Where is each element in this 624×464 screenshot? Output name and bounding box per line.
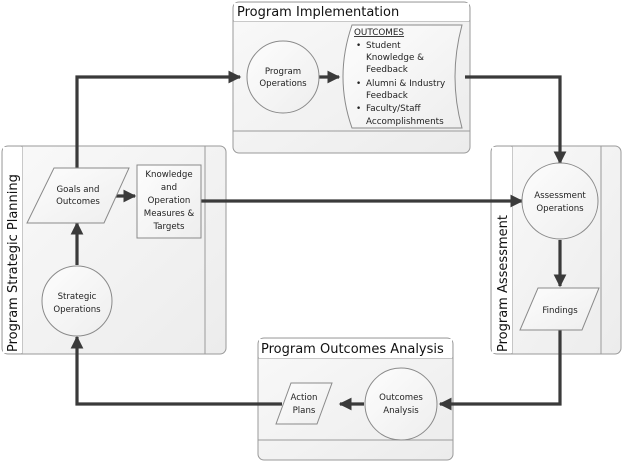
outcomes-heading: OUTCOMES	[354, 28, 404, 38]
node-goals-and-outcomes[interactable]: Goals and Outcomes	[26, 167, 130, 224]
node-program-operations[interactable]: Program Operations	[246, 40, 320, 114]
bullet-line: Feedback	[366, 65, 409, 75]
lane-title: Program Assessment	[496, 215, 511, 352]
lane-header-bg	[259, 339, 452, 358]
node-label-line: Action	[291, 393, 318, 403]
node-label-line: Measures &	[144, 209, 195, 219]
node-label-line: Strategic	[58, 292, 97, 302]
node-label-line: and	[161, 183, 177, 193]
lane-title: Program Outcomes Analysis	[261, 342, 444, 357]
lane-title: Program Implementation	[237, 5, 399, 20]
document-shape	[342, 24, 463, 129]
node-strategic-operations[interactable]: Strategic Operations	[41, 265, 113, 337]
node-label-line: Plans	[293, 406, 316, 416]
lane-header-bg	[3, 147, 22, 353]
connectors	[70, 70, 567, 411]
bullet-icon: •	[356, 41, 361, 51]
bullet-icon: •	[356, 79, 361, 89]
edge-outcomes-to-assessment-operations	[465, 75, 567, 165]
node-label-line: Findings	[542, 306, 578, 316]
bullet-line: Faculty/Staff	[366, 104, 422, 114]
node-label-line: Operations	[53, 305, 101, 315]
bullet-icon: •	[356, 104, 361, 114]
node-label-line: Analysis	[383, 406, 419, 416]
edge-action-plans-to-strategic	[70, 335, 282, 406]
lane-header-bg	[234, 3, 469, 21]
node-label-line: Assessment	[534, 191, 586, 201]
node-label-line: Targets	[152, 222, 185, 232]
circle-shape	[521, 162, 599, 240]
node-label-line: Knowledge	[145, 170, 192, 180]
bullet-line: Alumni & Industry	[366, 79, 445, 89]
node-measures-and-targets[interactable]: Knowledge and Operation Measures & Targe…	[136, 164, 202, 239]
bullet-line: Knowledge &	[366, 53, 424, 63]
circle-shape	[41, 265, 113, 337]
bullet-line: Feedback	[366, 91, 409, 101]
node-label-line: Operation	[148, 196, 191, 206]
node-label-line: Outcomes	[379, 393, 423, 403]
parallelogram-shape	[26, 167, 130, 224]
parallelogram-shape	[519, 287, 600, 331]
node-label-line: Operations	[259, 79, 307, 89]
lane-title: Program Strategic Planning	[6, 174, 21, 352]
rectangle-shape	[136, 164, 202, 239]
bullet-line: Accomplishments	[366, 117, 444, 127]
edge-findings-to-outcomes-analysis	[438, 330, 562, 411]
node-assessment-operations[interactable]: Assessment Operations	[521, 162, 599, 240]
node-label-line: Program	[265, 67, 301, 77]
parallelogram-shape	[275, 382, 333, 425]
lane-header-bg	[492, 147, 512, 353]
node-label-line: Operations	[536, 204, 584, 214]
node-outcomes-analysis[interactable]: Outcomes Analysis	[364, 367, 438, 441]
edge-goals-to-program-operations	[75, 70, 242, 168]
circle-shape	[246, 40, 320, 114]
circle-shape	[364, 367, 438, 441]
node-label-line: Outcomes	[56, 197, 100, 207]
bullet-line: Student	[366, 41, 401, 51]
node-outcomes[interactable]: OUTCOMES • Student Knowledge & Feedback …	[342, 24, 463, 129]
node-findings[interactable]: Findings	[519, 287, 600, 331]
node-action-plans[interactable]: Action Plans	[275, 382, 333, 425]
node-label-line: Goals and	[57, 185, 100, 195]
